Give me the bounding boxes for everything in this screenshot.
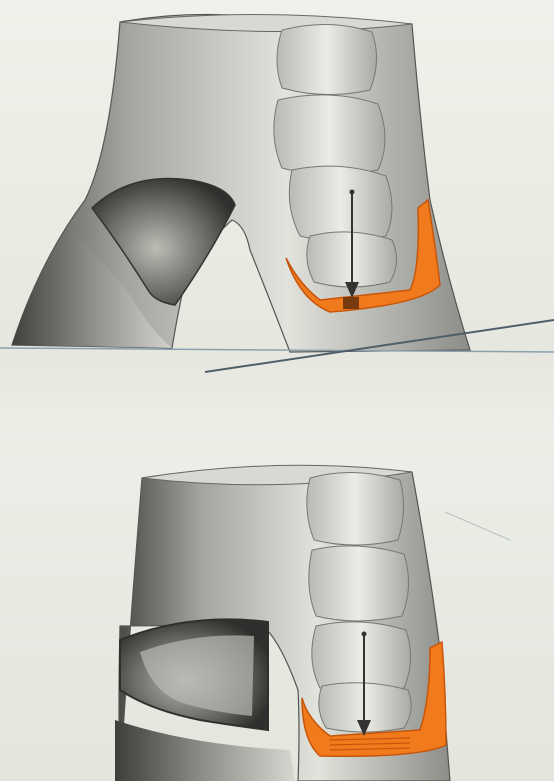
top-highlight-marker xyxy=(343,297,359,309)
bottom-illustration-panel xyxy=(0,390,554,781)
slanted-line xyxy=(205,320,554,372)
faint-line xyxy=(445,512,510,540)
segmented-column-bottom xyxy=(307,472,411,732)
divider-line-panel xyxy=(0,310,554,390)
